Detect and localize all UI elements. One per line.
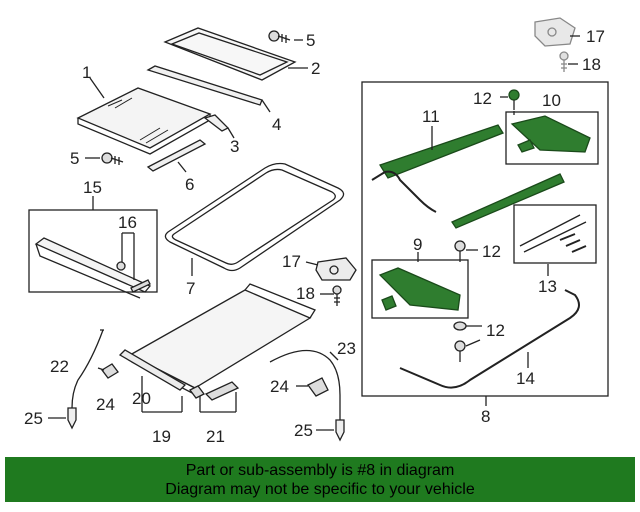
- callout-17-top: 17: [586, 27, 605, 46]
- clip-part-24-left: [101, 363, 119, 379]
- grommet-part-25-right: [335, 419, 345, 442]
- callout-14: 14: [516, 369, 535, 388]
- clip-part-16: [116, 232, 151, 293]
- clip-part-21: [189, 381, 240, 401]
- callout-19: 19: [152, 427, 171, 446]
- callout-21: 21: [206, 427, 225, 446]
- drive-cable-part-14: [399, 289, 580, 389]
- bolt-part-18-top: [559, 51, 569, 72]
- assembly-box-8: [361, 81, 609, 397]
- callout-12-top: 12: [473, 89, 492, 108]
- info-banner: Part or sub-assembly is #8 in diagram Di…: [5, 457, 635, 502]
- sunshade-part-15: [34, 237, 152, 299]
- callout-6: 6: [185, 175, 194, 194]
- callout-23: 23: [337, 339, 356, 358]
- callout-15: 15: [83, 178, 102, 197]
- bolt-part-12-low: [453, 321, 467, 362]
- callout-17-mid: 17: [282, 252, 301, 271]
- guide-rail-part-11: [371, 124, 565, 229]
- group-box-15: [28, 209, 158, 293]
- callout-22: 22: [50, 357, 69, 376]
- callout-9: 9: [413, 235, 422, 254]
- banner-line-2: Diagram may not be specific to your vehi…: [165, 480, 475, 498]
- callout-16: 16: [118, 213, 137, 232]
- banner-line-1: Part or sub-assembly is #8 in diagram: [185, 461, 455, 479]
- callout-25-right: 25: [294, 421, 313, 440]
- callout-5-left: 5: [70, 149, 79, 168]
- callout-5-top: 5: [306, 31, 315, 50]
- bracket-part-17-top: [534, 17, 576, 47]
- weatherstrip-part-7: [164, 162, 345, 272]
- callout-4: 4: [272, 115, 281, 134]
- callout-1: 1: [82, 63, 91, 82]
- parts-diagram: 1 2 3 4 5 5 6 7 8 9 10 11 12 12 12 13 14…: [24, 17, 609, 446]
- strip-part-20: [118, 349, 187, 391]
- callout-11: 11: [422, 107, 440, 126]
- callout-7: 7: [186, 279, 195, 298]
- bolt-part-12-mid: [454, 240, 466, 262]
- group-box-13: [513, 204, 597, 264]
- strip-part-6: [146, 139, 207, 172]
- callout-20: 20: [132, 389, 151, 408]
- callout-12-mid: 12: [482, 242, 501, 261]
- callout-24-right: 24: [270, 377, 289, 396]
- drain-hose-part-22: [71, 329, 104, 409]
- bolt-part-18-mid: [332, 285, 342, 306]
- drain-hose-part-23: [269, 349, 341, 420]
- callout-3: 3: [230, 137, 239, 156]
- bracket-part-17-mid: [315, 257, 357, 281]
- clip-part-24-right: [307, 377, 329, 397]
- strip-part-3: [203, 114, 230, 132]
- callout-8: 8: [481, 407, 490, 426]
- bolt-part-12-top: [508, 89, 520, 110]
- screw-part-5-top: [268, 30, 291, 43]
- grommet-part-25-left: [67, 407, 77, 430]
- callout-18-mid: 18: [296, 284, 315, 303]
- screw-part-5-left: [101, 152, 124, 165]
- bracket-part-9: [378, 267, 461, 311]
- group-box-10: [505, 111, 599, 165]
- glass-panel-part-1: [76, 87, 212, 155]
- callout-13: 13: [538, 277, 557, 296]
- group-box-9: [371, 259, 469, 319]
- callout-2: 2: [311, 59, 320, 78]
- callout-24-left: 24: [96, 395, 115, 414]
- callout-18-top: 18: [582, 55, 601, 74]
- callout-25-left: 25: [24, 409, 43, 428]
- callout-12-low: 12: [486, 321, 505, 340]
- callout-10: 10: [542, 91, 561, 110]
- bracket-part-10: [510, 115, 591, 153]
- link-part-13: [519, 214, 587, 253]
- frame-part-2: [163, 27, 297, 81]
